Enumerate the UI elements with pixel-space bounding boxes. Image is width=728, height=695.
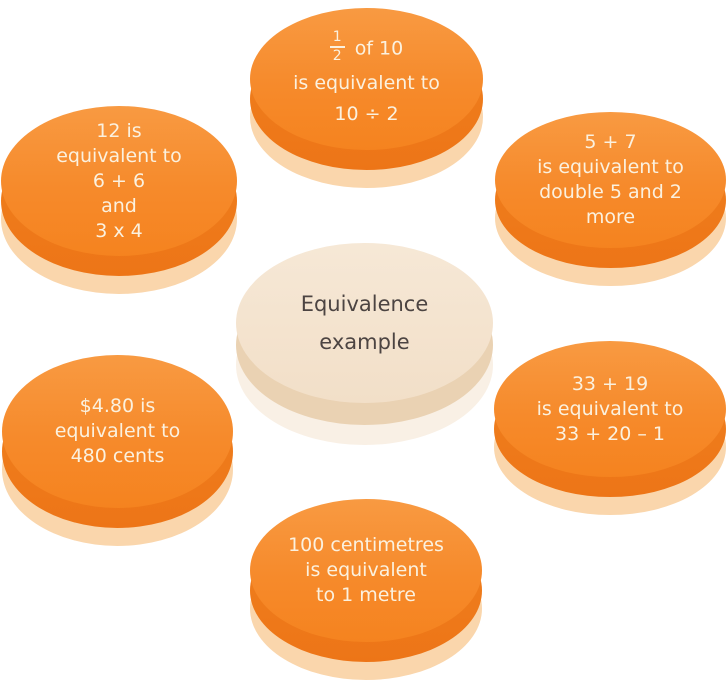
bubble-line: double 5 and 2: [539, 181, 682, 203]
bubble-line: equivalent to: [56, 144, 182, 167]
disc-face: Equivalence example: [236, 243, 493, 403]
title-line: Equivalence: [300, 292, 429, 316]
bubble-thirty-three: 33 + 19 is equivalent to 33 + 20 – 1: [494, 341, 726, 515]
bubble-line: more: [585, 206, 636, 228]
disc-face: 12 is equivalent to 6 + 6 and 3 x 4: [1, 106, 237, 256]
bubble-line: 5 + 7: [584, 131, 637, 153]
one-half-fraction: 1 2: [329, 29, 345, 64]
bubble-line: $4.80 is: [79, 395, 156, 417]
bubble-line: is equivalent to: [536, 397, 684, 420]
bubble-text: 5 + 7 is equivalent to double 5 and 2 mo…: [527, 130, 694, 230]
bubble-line: 480 cents: [70, 445, 165, 467]
bubble-text: $4.80 is equivalent to 480 cents: [45, 394, 191, 469]
disc-face: 1 2 of 10 is equivalent to 10 ÷ 2: [250, 8, 483, 150]
bubble-text: 33 + 19 is equivalent to 33 + 20 – 1: [527, 372, 694, 447]
diagram-title: Equivalence example: [291, 285, 439, 361]
bubble-line: 1 2 of 10: [293, 29, 440, 66]
bubble-text: 1 2 of 10 is equivalent to 10 ÷ 2: [283, 29, 450, 127]
disc-face: 5 + 7 is equivalent to double 5 and 2 mo…: [495, 112, 726, 248]
bubble-line: is equivalent to: [537, 156, 684, 178]
bubble-line: 33 + 19: [571, 372, 649, 395]
bubble-line: to 1 metre: [316, 584, 416, 606]
disc-face: 100 centimetres is equivalent to 1 metre: [250, 499, 482, 642]
bubble-half-of-ten: 1 2 of 10 is equivalent to 10 ÷ 2: [250, 8, 483, 188]
bubble-centimetres: 100 centimetres is equivalent to 1 metre: [250, 499, 482, 680]
fraction-rest: of 10: [354, 37, 404, 59]
bubble-line: 33 + 20 – 1: [554, 422, 666, 445]
fraction-denominator: 2: [332, 47, 342, 64]
disc-face: 33 + 19 is equivalent to 33 + 20 – 1: [494, 341, 726, 477]
bubble-line: 3 x 4: [95, 219, 143, 242]
bubble-line: and: [101, 194, 137, 217]
bubble-line: 10 ÷ 2: [334, 102, 399, 125]
bubble-line: is equivalent: [305, 559, 427, 581]
bubble-money: $4.80 is equivalent to 480 cents: [2, 355, 233, 546]
title-line: example: [319, 330, 410, 354]
bubble-twelve-equivalents: 12 is equivalent to 6 + 6 and 3 x 4: [1, 106, 237, 294]
bubble-center-title: Equivalence example: [236, 243, 493, 445]
bubble-five-plus-seven: 5 + 7 is equivalent to double 5 and 2 mo…: [495, 112, 726, 286]
bubble-text: 100 centimetres is equivalent to 1 metre: [278, 533, 454, 608]
bubble-line: 12 is: [96, 119, 142, 142]
bubble-line: 100 centimetres: [288, 534, 444, 556]
fraction-numerator: 1: [329, 29, 345, 48]
bubble-text: 12 is equivalent to 6 + 6 and 3 x 4: [46, 119, 192, 244]
bubble-line: is equivalent to: [293, 71, 440, 94]
bubble-line: equivalent to: [54, 420, 181, 442]
bubble-line: 6 + 6: [92, 169, 146, 192]
disc-face: $4.80 is equivalent to 480 cents: [2, 355, 233, 508]
